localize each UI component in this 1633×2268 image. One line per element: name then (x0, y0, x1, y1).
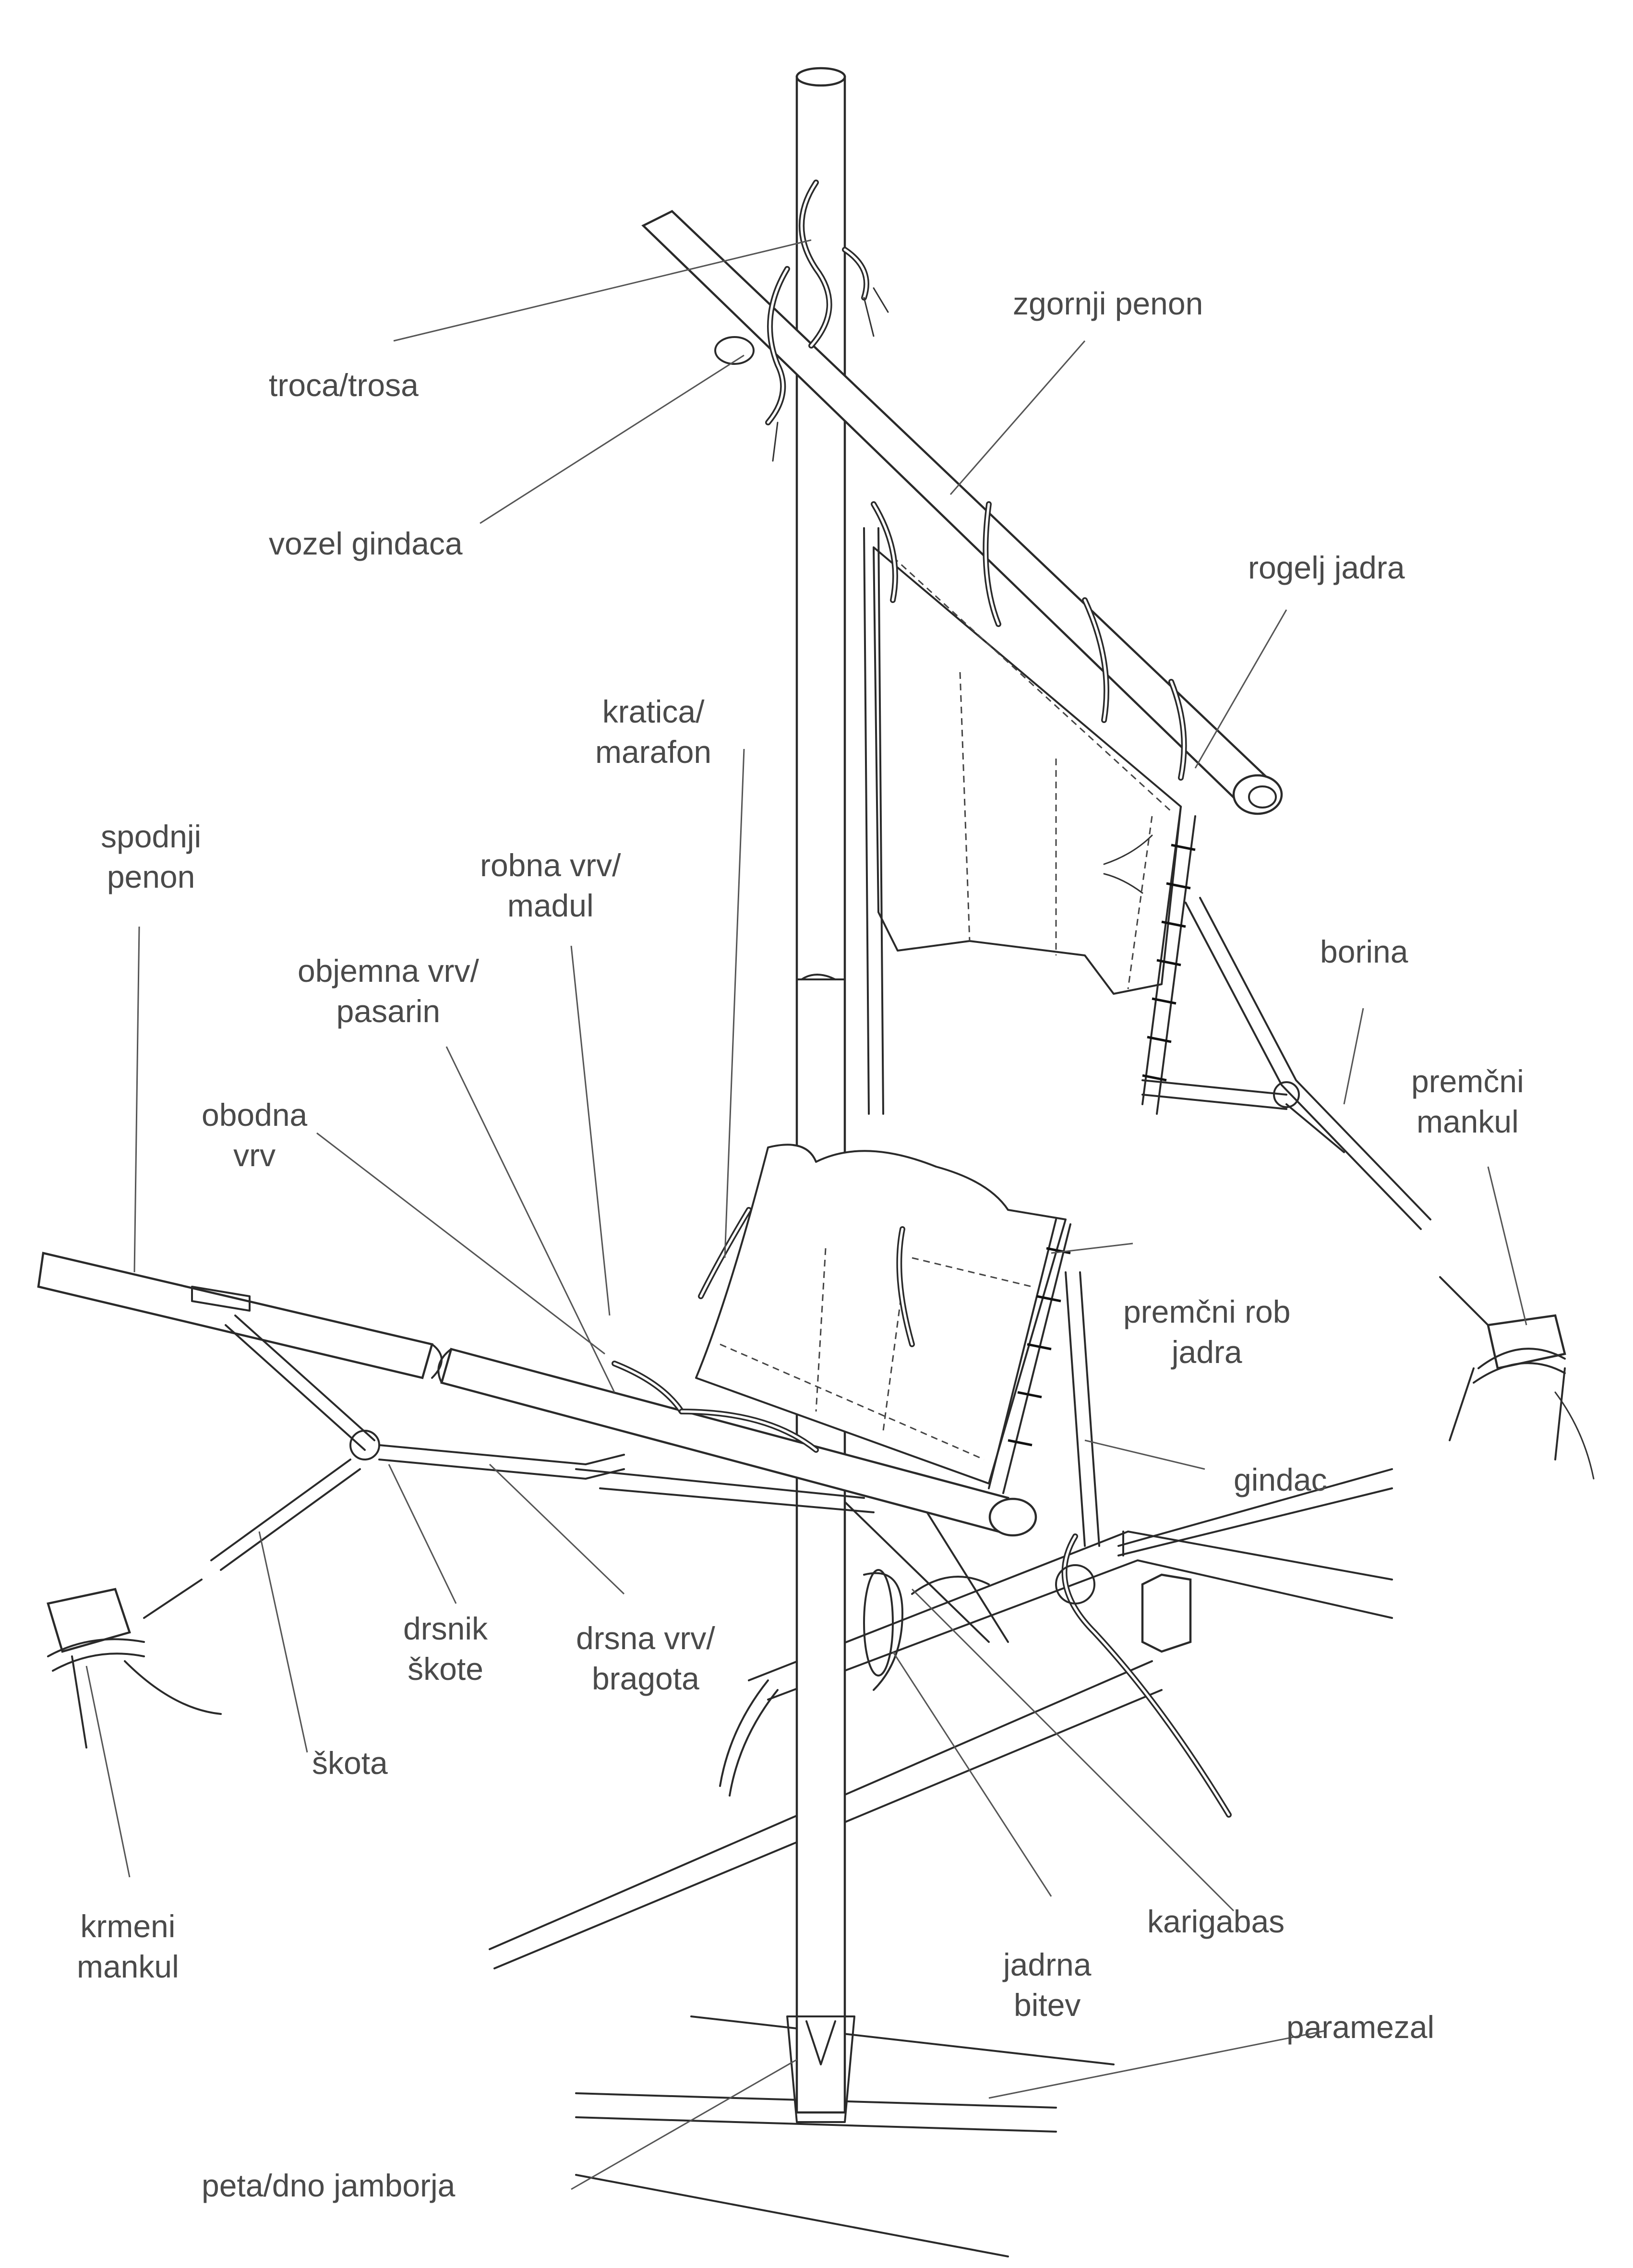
leader-lines (85, 239, 1527, 2190)
downhaul (863, 527, 884, 1115)
label-robna-vrv-madul: robna vrv/ madul (480, 847, 621, 923)
label-drsnik-skote: drsnik škote (403, 1611, 488, 1687)
label-peta-dno-jamborja: peta/dno jamborja (202, 2168, 456, 2203)
label-gindac: gindac (1234, 1462, 1327, 1497)
upper-luff-lashings (1141, 806, 1196, 1115)
label-troca-trosa: troca/trosa (269, 367, 419, 403)
upper-yard (641, 210, 1283, 815)
label-premcni-mankul: premčni mankul (1411, 1063, 1524, 1139)
label-krmeni-mankul: krmeni mankul (77, 1908, 179, 1984)
label-skota: škota (312, 1745, 388, 1781)
halyard-fall (1065, 1271, 1100, 1547)
label-karigabas: karigabas (1147, 1904, 1285, 1939)
robands-upper (871, 501, 1187, 781)
parrel-knots (714, 180, 889, 462)
label-vozel-gindaca: vozel gindaca (269, 526, 463, 561)
label-zgornji-penon: zgornji penon (1013, 286, 1203, 321)
label-rogelj-jadra: rogelj jadra (1248, 550, 1405, 585)
sheet-system (143, 1315, 625, 1619)
label-paramezal: paramezal (1286, 2009, 1435, 2045)
label-objemna-vrv-pasarin: objemna vrv/ pasarin (298, 953, 479, 1029)
label-jadrna-bitev: jadrna bitev (1003, 1947, 1092, 2023)
deck-beam (1141, 1573, 1192, 1653)
label-drsna-vrv-bragota: drsna vrv/ bragota (576, 1620, 715, 1696)
upper-sail (873, 546, 1182, 995)
bowline (1141, 897, 1508, 1345)
label-obodna-vrv: obodna vrv (202, 1097, 308, 1173)
hull-lines (489, 1468, 1393, 2257)
aft-mankul (47, 1588, 222, 1749)
lower-sail (695, 1144, 1071, 1494)
forward-mankul (1449, 1314, 1595, 1480)
bitt-karigabas (719, 1533, 1232, 1818)
label-borina: borina (1320, 934, 1408, 969)
label-kratica-marafon: kratica/ marafon (595, 694, 712, 770)
label-spodnji-penon: spodnji penon (101, 819, 202, 894)
robands-lower (612, 1207, 915, 1453)
label-premcni-rob-jadra: premčni rob jadra (1123, 1294, 1291, 1370)
